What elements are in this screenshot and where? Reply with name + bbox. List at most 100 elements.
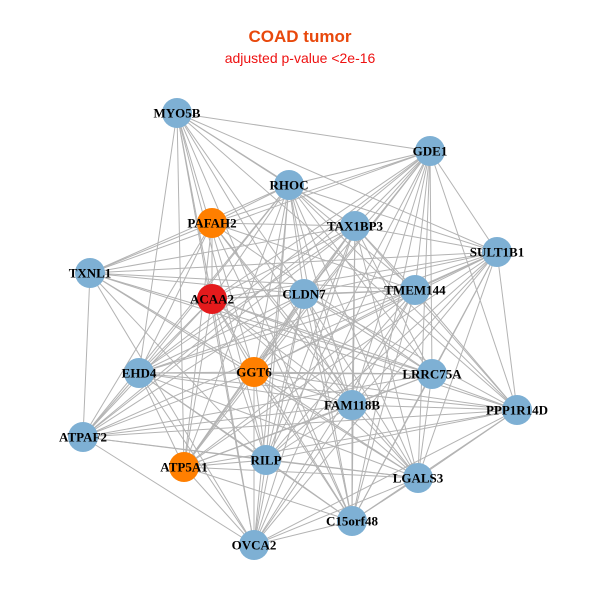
node-LRRC75A[interactable]: LRRC75A — [402, 359, 462, 389]
node-circle-TAX1BP3[interactable] — [340, 211, 370, 241]
edge-RHOC-SULT1B1 — [288, 184, 498, 253]
edge-SULT1B1-GGT6 — [253, 251, 498, 373]
node-CLDN7[interactable]: CLDN7 — [282, 279, 326, 309]
node-ATPAF2[interactable]: ATPAF2 — [59, 422, 107, 452]
edge-SULT1B1-EHD4 — [138, 251, 498, 374]
node-TMEM144[interactable]: TMEM144 — [384, 275, 446, 305]
edge-CLDN7-PPP1R14D — [303, 293, 518, 411]
edge-GDE1-TAX1BP3 — [354, 150, 431, 227]
node-GDE1[interactable]: GDE1 — [413, 136, 448, 166]
edge-MYO5B-ATP5A1 — [176, 112, 185, 468]
node-circle-EHD4[interactable] — [124, 358, 154, 388]
node-circle-ACAA2[interactable] — [197, 284, 227, 314]
edge-TXNL1-RILP — [89, 272, 267, 461]
node-LGALS3[interactable]: LGALS3 — [393, 463, 444, 493]
edge-GGT6-LRRC75A — [253, 371, 433, 375]
node-circle-OVCA2[interactable] — [239, 530, 269, 560]
node-label-GGT6: GGT6 — [236, 365, 272, 380]
edge-GDE1-RHOC — [288, 150, 431, 186]
edge-RHOC-C15orf48 — [288, 184, 353, 522]
node-PAFAH2[interactable]: PAFAH2 — [187, 208, 237, 238]
node-label-PAFAH2: PAFAH2 — [187, 216, 236, 231]
edge-PPP1R14D-RILP — [265, 409, 518, 461]
node-circle-CLDN7[interactable] — [289, 279, 319, 309]
node-label-SULT1B1: SULT1B1 — [470, 245, 524, 260]
edge-CLDN7-RILP — [265, 293, 305, 461]
edge-TAX1BP3-ATP5A1 — [183, 225, 356, 468]
edge-ACAA2-FAM118B — [211, 298, 353, 406]
node-GGT6[interactable]: GGT6 — [236, 357, 272, 387]
node-label-MYO5B: MYO5B — [154, 106, 201, 121]
edge-EHD4-PPP1R14D — [138, 372, 518, 411]
edge-EHD4-ATP5A1 — [138, 372, 185, 468]
edge-ACAA2-LGALS3 — [211, 298, 419, 479]
node-circle-RHOC[interactable] — [274, 170, 304, 200]
node-circle-SULT1B1[interactable] — [482, 237, 512, 267]
edge-GGT6-ATPAF2 — [82, 371, 255, 438]
edge-TXNL1-PPP1R14D — [89, 272, 518, 411]
edge-TXNL1-TMEM144 — [89, 272, 416, 291]
edge-CLDN7-GGT6 — [253, 293, 305, 373]
edge-MYO5B-GGT6 — [176, 112, 255, 373]
node-circle-TXNL1[interactable] — [75, 258, 105, 288]
edge-CLDN7-FAM118B — [303, 293, 353, 406]
edge-PAFAH2-FAM118B — [211, 222, 353, 406]
edge-PAFAH2-TMEM144 — [211, 222, 416, 291]
edge-LGALS3-OVCA2 — [253, 477, 419, 546]
edge-LRRC75A-ATPAF2 — [82, 373, 433, 438]
edge-SULT1B1-TXNL1 — [89, 251, 498, 274]
edge-MYO5B-OVCA2 — [176, 112, 255, 546]
edge-TMEM144-EHD4 — [138, 289, 416, 374]
node-RILP[interactable]: RILP — [250, 445, 282, 475]
edge-ATP5A1-OVCA2 — [183, 466, 255, 546]
node-circle-LGALS3[interactable] — [403, 463, 433, 493]
edge-RHOC-OVCA2 — [253, 184, 290, 546]
node-OVCA2[interactable]: OVCA2 — [232, 530, 277, 560]
node-MYO5B[interactable]: MYO5B — [154, 98, 201, 128]
edge-ACAA2-OVCA2 — [211, 298, 255, 546]
node-circle-ATP5A1[interactable] — [169, 452, 199, 482]
edge-TMEM144-FAM118B — [351, 289, 416, 406]
node-circle-RILP[interactable] — [251, 445, 281, 475]
edge-PPP1R14D-ATP5A1 — [183, 409, 518, 468]
node-EHD4[interactable]: EHD4 — [122, 358, 157, 388]
node-TAX1BP3[interactable]: TAX1BP3 — [327, 211, 384, 241]
edge-TAX1BP3-SULT1B1 — [354, 225, 498, 253]
node-FAM118B[interactable]: FAM118B — [324, 390, 380, 420]
edge-LRRC75A-C15orf48 — [351, 373, 433, 522]
edge-TAX1BP3-LRRC75A — [354, 225, 433, 375]
edge-TMEM144-OVCA2 — [253, 289, 416, 546]
edge-TAX1BP3-TXNL1 — [89, 225, 356, 274]
node-circle-MYO5B[interactable] — [162, 98, 192, 128]
node-SULT1B1[interactable]: SULT1B1 — [470, 237, 524, 267]
node-circle-GGT6[interactable] — [239, 357, 269, 387]
node-PPP1R14D[interactable]: PPP1R14D — [486, 395, 548, 425]
node-circle-LRRC75A[interactable] — [417, 359, 447, 389]
edge-FAM118B-ATPAF2 — [82, 404, 353, 438]
node-circle-TMEM144[interactable] — [400, 275, 430, 305]
node-label-LGALS3: LGALS3 — [393, 471, 444, 486]
node-circle-GDE1[interactable] — [415, 136, 445, 166]
node-RHOC[interactable]: RHOC — [270, 170, 309, 200]
node-label-ATP5A1: ATP5A1 — [160, 460, 207, 475]
node-C15orf48[interactable]: C15orf48 — [326, 506, 378, 536]
node-label-CLDN7: CLDN7 — [282, 287, 326, 302]
node-ATP5A1[interactable]: ATP5A1 — [160, 452, 208, 482]
edge-TXNL1-CLDN7 — [89, 272, 305, 295]
node-circle-ATPAF2[interactable] — [68, 422, 98, 452]
node-TXNL1[interactable]: TXNL1 — [69, 258, 112, 288]
node-circle-PAFAH2[interactable] — [197, 208, 227, 238]
node-label-TAX1BP3: TAX1BP3 — [327, 219, 384, 234]
node-circle-PPP1R14D[interactable] — [502, 395, 532, 425]
node-ACAA2[interactable]: ACAA2 — [190, 284, 234, 314]
edge-GDE1-SULT1B1 — [429, 150, 498, 253]
node-label-C15orf48: C15orf48 — [326, 514, 378, 529]
node-circle-C15orf48[interactable] — [337, 506, 367, 536]
edge-FAM118B-ATP5A1 — [183, 404, 353, 468]
edge-PAFAH2-TXNL1 — [89, 222, 213, 274]
edge-TMEM144-RILP — [265, 289, 416, 461]
edge-PAFAH2-TAX1BP3 — [211, 222, 356, 227]
node-circle-FAM118B[interactable] — [337, 390, 367, 420]
edge-FAM118B-OVCA2 — [253, 404, 353, 546]
